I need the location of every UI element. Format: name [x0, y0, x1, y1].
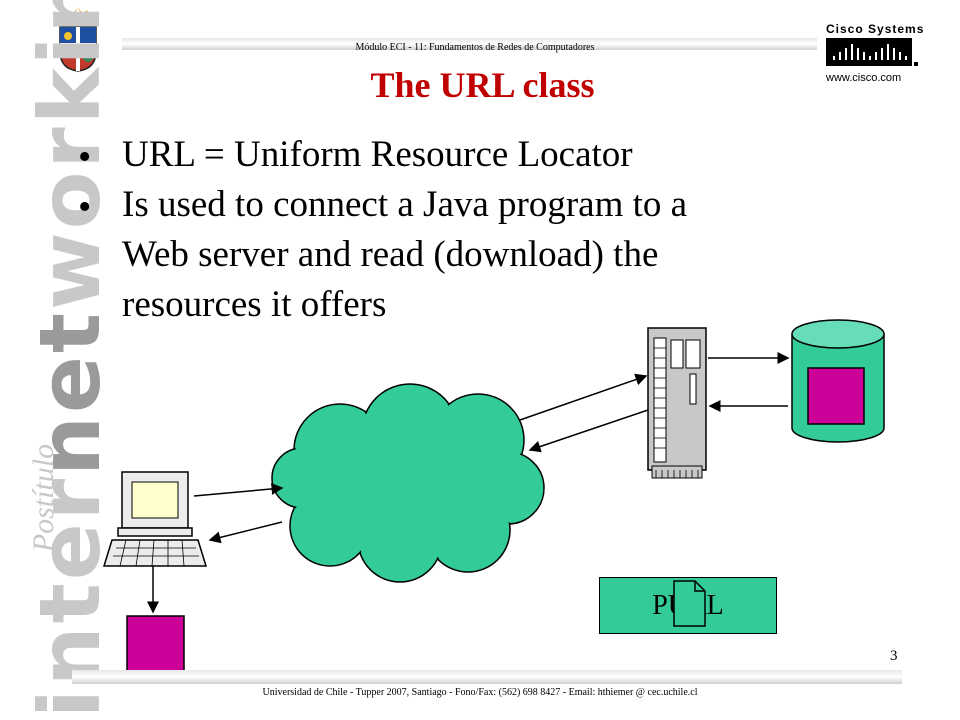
arrow-server-to-cloud: [528, 409, 649, 453]
computer-icon: [102, 471, 208, 567]
arrow-cloud-to-computer: [208, 521, 283, 544]
internet-cloud-icon: [271, 383, 545, 583]
slide-title: The URL class: [370, 65, 595, 105]
page-number: 3: [890, 648, 898, 664]
course-title: Módulo ECI - 11: Fundamentos de Redes de…: [355, 42, 595, 53]
document-icon: [673, 580, 706, 627]
footer-bar: [72, 670, 902, 684]
bullet-text: resources it offers: [122, 284, 387, 325]
header-bar: [122, 38, 817, 50]
local-resource: [126, 615, 185, 674]
arrow-cloud-to-server: [519, 373, 648, 421]
bullet-marker: •: [78, 186, 92, 228]
university-crest-icon: [59, 7, 97, 72]
server-icon: [647, 327, 707, 479]
arrow-computer-to-cloud: [193, 482, 284, 497]
footer-text: Universidad de Chile - Tupper 2007, Sant…: [262, 687, 698, 698]
cisco-url: www.cisco.com: [826, 72, 902, 84]
database-cylinder-icon: [791, 319, 885, 443]
cisco-systems-logo-text: Cisco Systems: [826, 22, 925, 36]
bullet-text: URL = Uniform Resource Locator: [122, 134, 633, 175]
cisco-bridge-logo-icon: [826, 38, 918, 66]
bullet-marker: •: [78, 136, 92, 178]
bullet-text: Web server and read (download) the: [122, 234, 659, 275]
bullet-text: Is used to connect a Java program to a: [122, 184, 688, 225]
